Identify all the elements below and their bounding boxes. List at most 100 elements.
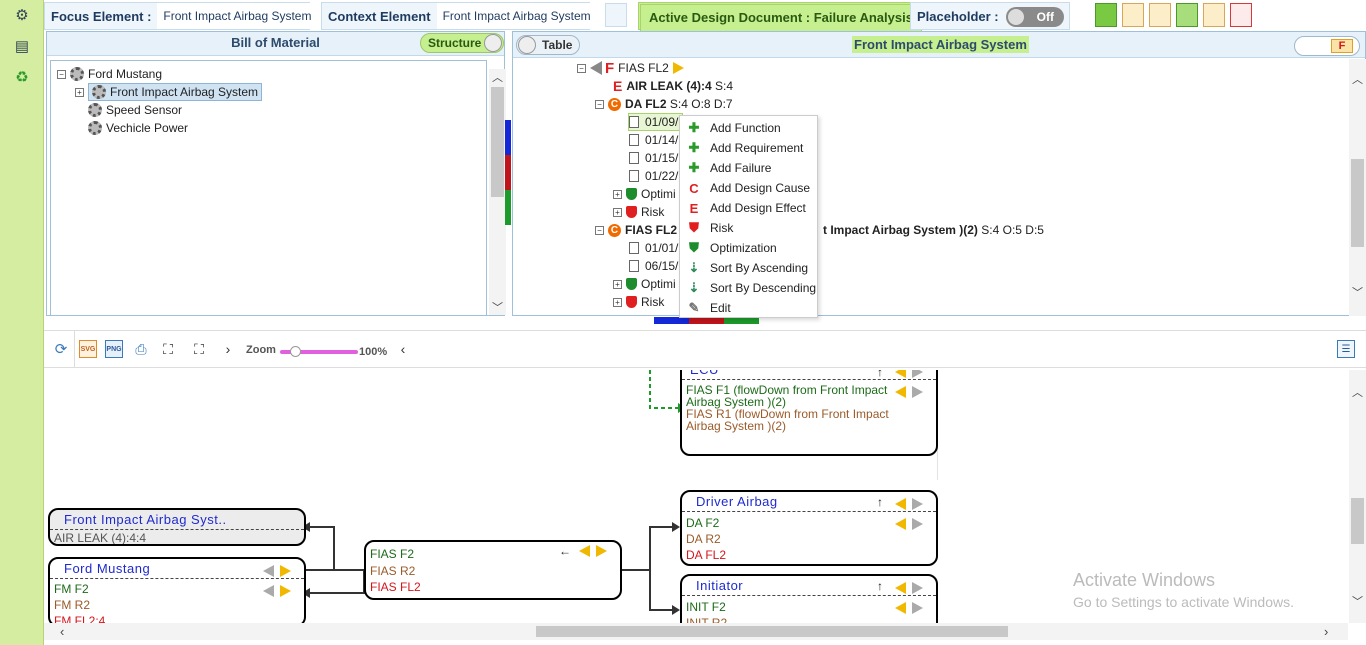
scroll-down-icon[interactable]: ﹀ <box>492 302 503 314</box>
recycle-icon[interactable]: ♻ <box>15 69 29 86</box>
context-value[interactable]: Front Impact Airbag System <box>436 3 597 29</box>
fa-date-row[interactable]: 06/15/ <box>629 257 678 275</box>
chevron-left-icon[interactable]: ‹ <box>400 341 406 357</box>
collapse-icon[interactable]: − <box>595 225 604 235</box>
add-document-icon[interactable] <box>1095 3 1117 27</box>
nav-forward-icon[interactable] <box>912 602 923 614</box>
focus-element[interactable]: Focus Element : Front Impact Airbag Syst… <box>44 2 318 30</box>
fa-risk-row[interactable]: +Risk <box>613 203 664 221</box>
nav-back-icon[interactable] <box>895 518 906 530</box>
fa-risk-row[interactable]: +Risk <box>613 293 664 311</box>
tree-node-vehicle-power[interactable]: Vechicle Power <box>88 119 188 137</box>
print-icon[interactable]: ⎙ <box>135 340 147 357</box>
menu-edit[interactable]: ✎Edit <box>680 298 817 318</box>
scroll-up-icon[interactable]: ︿ <box>1352 387 1363 399</box>
diagram-canvas[interactable]: ECU ↑ FIAS F1 (flowDown from Front Impac… <box>44 370 1348 623</box>
scroll-left-icon[interactable]: ‹ <box>60 624 65 639</box>
remove-list-icon[interactable] <box>1149 3 1171 27</box>
node-fias[interactable]: ← FIAS F2 FIAS R2 FIAS FL2 <box>364 540 622 600</box>
expand-icon[interactable]: + <box>613 279 622 289</box>
expand-icon[interactable]: + <box>613 207 622 217</box>
menu-add-function[interactable]: ✚Add Function <box>680 118 817 138</box>
menu-add-requirement[interactable]: ✚Add Requirement <box>680 138 817 158</box>
expand-icon[interactable]: + <box>613 297 622 307</box>
export-svg-icon[interactable]: SVG <box>79 340 97 358</box>
nav-forward-icon[interactable] <box>912 518 923 530</box>
fa-date-row[interactable]: 01/15/ <box>629 149 678 167</box>
tree-node-speed-sensor[interactable]: Speed Sensor <box>88 101 182 119</box>
arrow-up-icon[interactable]: ↑ <box>877 370 883 379</box>
fa-optimization-row[interactable]: +Optimi <box>613 275 676 293</box>
fa-date-row[interactable]: 01/01/ <box>629 239 678 257</box>
canvas-horizontal-scrollbar[interactable]: ‹ › <box>44 623 1348 640</box>
fa-vertical-scrollbar[interactable]: ︿ ﹀ <box>1349 59 1366 316</box>
context-element[interactable]: Context Element Front Impact Airbag Syst… <box>321 2 597 30</box>
arrow-up-icon[interactable]: ↑ <box>877 495 883 509</box>
collapse-icon[interactable]: − <box>595 99 604 109</box>
collapse-icon[interactable]: − <box>57 69 66 79</box>
menu-sort-descending[interactable]: ⇣Sort By Descending <box>680 278 817 298</box>
fa-failure-row[interactable]: − F FIAS FL2 <box>577 59 684 77</box>
fa-date-row[interactable]: 01/09/ <box>628 113 684 131</box>
tree-node-front-impact-airbag[interactable]: + Front Impact Airbag System <box>75 83 263 101</box>
menu-optimization[interactable]: ⛊Optimization <box>680 238 817 258</box>
grid-view-icon[interactable]: ☰ <box>1337 340 1355 358</box>
nav-back-icon[interactable] <box>895 370 906 378</box>
nav-back-icon[interactable] <box>895 602 906 614</box>
nav-forward-icon[interactable] <box>280 585 291 597</box>
fa-cause-row[interactable]: − C FIAS FL2 <box>595 221 677 239</box>
zoom-slider[interactable] <box>280 346 358 357</box>
fa-filter-toggle[interactable]: F <box>1294 36 1360 56</box>
horizontal-scroll-thumb[interactable] <box>536 626 1008 637</box>
nav-back-icon[interactable] <box>590 61 602 75</box>
document-edit-icon[interactable] <box>605 3 627 27</box>
arrow-up-icon[interactable]: ↑ <box>877 579 883 593</box>
menu-sort-ascending[interactable]: ⇣Sort By Ascending <box>680 258 817 278</box>
nav-back-icon[interactable] <box>895 386 906 398</box>
scroll-down-icon[interactable]: ﹀ <box>1352 287 1363 299</box>
nav-back-icon[interactable] <box>895 582 906 594</box>
checklist-icon[interactable] <box>1203 3 1225 27</box>
nav-forward-icon[interactable] <box>912 370 923 378</box>
fit-screen-icon[interactable]: ⛶ <box>194 340 204 357</box>
node-ford-mustang[interactable]: Ford Mustang FM F2 FM R2 FM FL2:4 <box>48 557 306 623</box>
structure-toggle[interactable]: Structure <box>420 33 504 53</box>
tree-node-ford-mustang[interactable]: − Ford Mustang <box>57 65 162 83</box>
nav-back-icon[interactable] <box>895 498 906 510</box>
fa-cause-row[interactable]: − C DA FL2 S:4 O:8 D:7 <box>595 95 733 113</box>
export-png-icon[interactable]: PNG <box>105 340 123 358</box>
expand-icon[interactable]: + <box>613 189 622 199</box>
fa-date-row[interactable]: 01/14/ <box>629 131 678 149</box>
nav-forward-icon[interactable] <box>912 498 923 510</box>
node-initiator[interactable]: Initiator ↑ INIT F2 INIT R2 <box>680 574 938 623</box>
fa-optimization-row[interactable]: +Optimi <box>613 185 676 203</box>
canvas-vertical-scrollbar[interactable]: ︿ ﹀ <box>1349 370 1366 623</box>
add-list-icon[interactable] <box>1122 3 1144 27</box>
nav-forward-icon[interactable] <box>912 386 923 398</box>
arrow-left-icon[interactable]: ← <box>559 544 571 558</box>
menu-add-failure[interactable]: ✚Add Failure <box>680 158 817 178</box>
placeholder-toggle[interactable]: Off <box>1006 7 1064 27</box>
scroll-up-icon[interactable]: ︿ <box>492 72 503 84</box>
scroll-right-icon[interactable]: › <box>1324 624 1329 639</box>
nav-back-icon[interactable] <box>579 545 590 557</box>
table-toggle[interactable]: Table <box>516 35 580 55</box>
nav-back-icon[interactable] <box>263 585 274 597</box>
collapse-icon[interactable]: − <box>577 63 586 73</box>
scroll-down-icon[interactable]: ﹀ <box>1352 596 1363 608</box>
zoom-slider-handle[interactable] <box>290 346 301 357</box>
nav-forward-icon[interactable] <box>912 582 923 594</box>
focus-value[interactable]: Front Impact Airbag System <box>157 3 318 29</box>
scroll-up-icon[interactable]: ︿ <box>1352 74 1363 86</box>
numbered-list-icon[interactable] <box>1230 3 1252 27</box>
screen-icon[interactable]: ▤ <box>14 38 30 55</box>
nav-forward-icon[interactable] <box>672 62 684 74</box>
nav-forward-icon[interactable] <box>280 565 291 577</box>
fa-date-row[interactable]: 01/22/ <box>629 167 678 185</box>
nav-back-icon[interactable] <box>263 565 274 577</box>
chevron-right-icon[interactable]: › <box>225 341 231 357</box>
menu-risk[interactable]: ⛊Risk <box>680 218 817 238</box>
node-ecu[interactable]: ECU ↑ FIAS F1 (flowDown from Front Impac… <box>680 370 938 456</box>
